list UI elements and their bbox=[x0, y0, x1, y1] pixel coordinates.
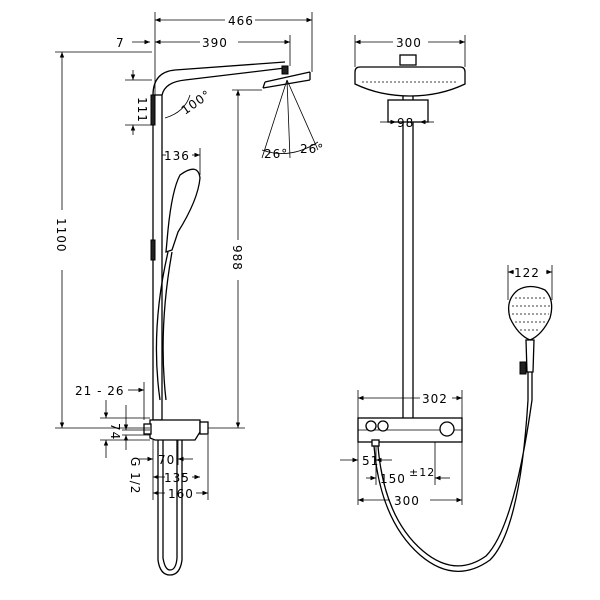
dim-100-deg: 100° bbox=[179, 87, 214, 117]
dim-150: 150 bbox=[380, 472, 406, 486]
dim-74: 74 bbox=[108, 423, 122, 440]
hand-shower-head-front bbox=[507, 285, 553, 341]
wall-bracket-top bbox=[150, 94, 156, 126]
hose-front bbox=[373, 372, 533, 572]
thermostat bbox=[149, 419, 201, 441]
dim-1100: 1100 bbox=[54, 218, 68, 253]
dim-70: 70 bbox=[158, 453, 175, 467]
angle-arc bbox=[164, 94, 191, 119]
handshower-holder bbox=[150, 239, 156, 261]
dim-g-1-2: G 1/2 bbox=[128, 457, 142, 494]
head-top-joint bbox=[399, 54, 417, 66]
dim-98: 98 bbox=[397, 116, 414, 130]
head-joint bbox=[281, 65, 289, 75]
overhead-shower bbox=[262, 71, 311, 89]
hose-loop bbox=[157, 440, 183, 576]
dim-tolerance: ±12 bbox=[409, 466, 435, 479]
temperature-knob bbox=[439, 421, 455, 437]
hand-shower-nozzles bbox=[512, 297, 550, 331]
riser-pipe-front bbox=[402, 94, 414, 421]
shower-arm bbox=[152, 61, 286, 96]
dim-7: 7 bbox=[116, 36, 125, 50]
dim-390: 390 bbox=[202, 36, 228, 50]
hand-shower bbox=[165, 168, 201, 253]
front-view: 300 98 302 51 150 ±12 300 bbox=[340, 35, 553, 572]
dim-466: 466 bbox=[228, 14, 254, 28]
hand-shower-handle bbox=[525, 339, 535, 373]
wall-connector bbox=[143, 423, 152, 435]
dim-21-26: 21 - 26 bbox=[75, 384, 125, 398]
dim-160: 160 bbox=[168, 487, 194, 501]
dim-111: 111 bbox=[135, 97, 149, 123]
hose bbox=[155, 251, 173, 401]
dim-988: 988 bbox=[230, 245, 244, 271]
dim-135: 135 bbox=[164, 471, 190, 485]
hose-outlet bbox=[371, 439, 380, 447]
dim-26-deg-right: 26° bbox=[300, 142, 324, 156]
spray-arc bbox=[261, 141, 319, 154]
dim-26-deg-left: 26° bbox=[264, 147, 288, 161]
dim-302: 302 bbox=[422, 392, 448, 406]
overhead-shower-front bbox=[354, 66, 466, 97]
side-view: 466 390 7 111 100° 136 26° 26° 1100 988 … bbox=[54, 12, 324, 576]
dim-136: 136 bbox=[164, 149, 190, 163]
hand-shower-holder-front bbox=[519, 361, 527, 375]
function-button-1 bbox=[365, 420, 377, 432]
dim-51: 51 bbox=[362, 454, 379, 468]
dim-300-connections: 300 bbox=[394, 494, 420, 508]
dim-122: 122 bbox=[514, 266, 540, 280]
function-button-2 bbox=[377, 420, 389, 432]
arm-connector-front bbox=[387, 99, 429, 123]
dim-300-head: 300 bbox=[396, 36, 422, 50]
thermostat-knob bbox=[199, 421, 209, 435]
spray-lines bbox=[261, 79, 319, 159]
